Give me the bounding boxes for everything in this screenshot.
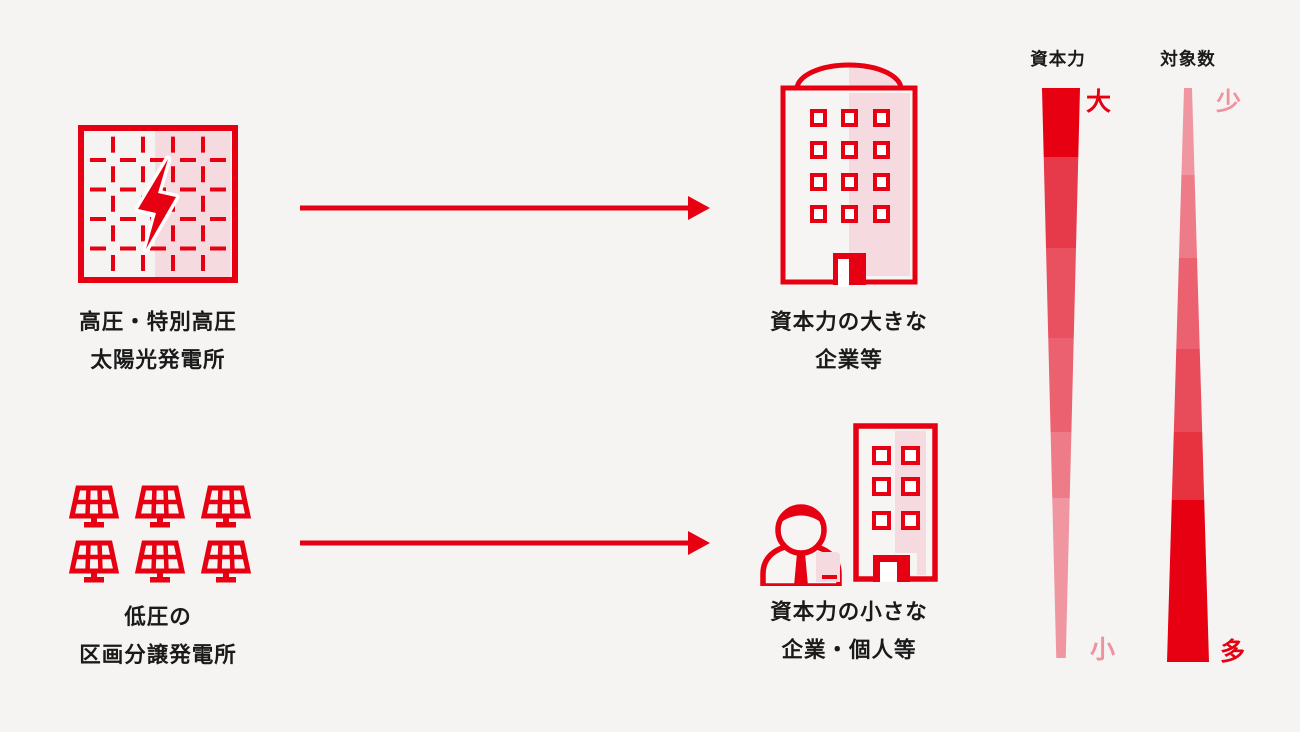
scale-bar-segment bbox=[1042, 498, 1080, 658]
target-count-scale-top-label: 少 bbox=[1216, 88, 1242, 116]
hair-icon bbox=[779, 507, 823, 524]
scale-bar-segment bbox=[1167, 258, 1209, 349]
scale-bar-segment bbox=[1167, 432, 1209, 501]
scale-bar-segment bbox=[1167, 348, 1209, 433]
target-large-label: 資本力の大きな 企業等 bbox=[699, 303, 999, 379]
scale-bar-segment bbox=[1167, 175, 1209, 259]
person-icon bbox=[760, 504, 842, 586]
source-hv-label: 高圧・特別高圧 太陽光発電所 bbox=[8, 303, 308, 379]
target-small-label: 資本力の小さな 企業・個人等 bbox=[699, 593, 999, 669]
building-door bbox=[833, 253, 866, 285]
target-small-label-line1: 資本力の小さな bbox=[770, 600, 928, 624]
source-lv-label-line2: 区画分譲発電所 bbox=[79, 643, 237, 667]
small-building-icon bbox=[853, 423, 938, 582]
solar-field-lightning-icon bbox=[78, 125, 238, 283]
solar-panel-array-icon bbox=[68, 484, 264, 584]
capital-scale-bottom-label: 小 bbox=[1090, 636, 1116, 664]
target-large-label-line2: 企業等 bbox=[815, 348, 883, 372]
scale-bar-segment bbox=[1042, 156, 1080, 249]
lightning-bolt-icon bbox=[134, 155, 180, 253]
scale-bar-segment bbox=[1042, 248, 1080, 339]
source-hv-label-line2: 太陽光発電所 bbox=[90, 348, 226, 372]
capital-scale-title: 資本力 bbox=[1030, 49, 1086, 69]
target-count-scale-bottom-label: 多 bbox=[1220, 638, 1246, 666]
capital-scale-bar bbox=[1042, 88, 1080, 658]
target-count-scale-bar bbox=[1167, 88, 1209, 662]
flow-arrow-bottom bbox=[300, 531, 710, 555]
target-count-scale-title: 対象数 bbox=[1160, 49, 1216, 69]
scale-bar-segment bbox=[1042, 88, 1080, 157]
source-lv-label: 低圧の 区画分譲発電所 bbox=[8, 598, 308, 674]
office-building-icon bbox=[780, 62, 918, 287]
document-icon bbox=[816, 552, 840, 582]
scale-bar-segment bbox=[1167, 500, 1209, 662]
flow-arrow-top bbox=[300, 196, 710, 220]
scale-bar-segment bbox=[1042, 338, 1080, 433]
target-small-label-line2: 企業・個人等 bbox=[781, 638, 917, 662]
scale-bar-segment bbox=[1042, 432, 1080, 499]
source-hv-label-line1: 高圧・特別高圧 bbox=[79, 310, 237, 334]
source-lv-label-line1: 低圧の bbox=[124, 605, 192, 629]
target-large-label-line1: 資本力の大きな bbox=[770, 310, 928, 334]
capital-scale-top-label: 大 bbox=[1086, 88, 1112, 116]
scale-bar-segment bbox=[1167, 88, 1209, 176]
